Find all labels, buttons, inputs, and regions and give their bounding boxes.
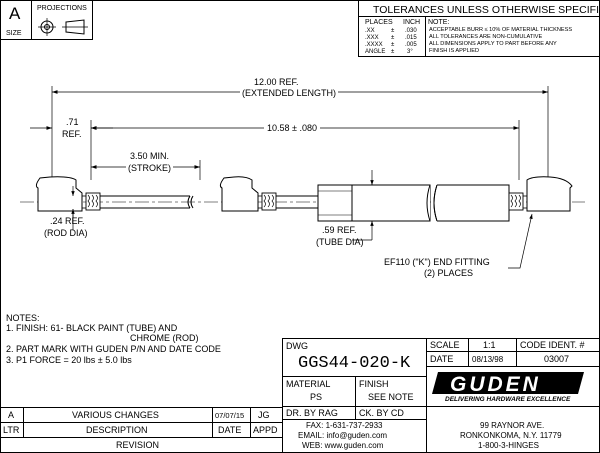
- date-label: DATE: [430, 354, 454, 364]
- col-inch: INCH: [403, 19, 421, 26]
- tol-place-2: .XXXX: [365, 42, 383, 48]
- tol-val-1: .015: [405, 35, 417, 41]
- title-block: DWG GGS44-020-K SCALE 1:1 CODE IDENT. # …: [282, 338, 600, 453]
- revision-block: A VARIOUS CHANGES 07/07/15 JG LTR DESCRI…: [0, 407, 283, 453]
- rev-ltr-header: LTR: [3, 425, 20, 435]
- projections-label: PROJECTIONS: [37, 5, 87, 12]
- guden-logo-icon: [432, 372, 584, 394]
- size-label: SIZE: [6, 30, 22, 37]
- end-ref-sub: REF.: [62, 129, 82, 139]
- note-line-2: 2. PART MARK WITH GUDEN P/N AND DATE COD…: [6, 344, 221, 354]
- middle-end-fitting: [219, 176, 318, 212]
- projection-symbol-icon: [38, 18, 88, 36]
- left-end-fitting: [35, 176, 101, 212]
- tol-val-2: .005: [405, 42, 417, 48]
- projections-block: PROJECTIONS: [31, 0, 93, 40]
- tol-note-0: ACCEPTABLE BURR ≤ 10% OF MATERIAL THICKN…: [429, 27, 573, 33]
- center-length-label: 10.58 ± .080: [264, 124, 320, 133]
- rev-appd-header: APPD: [253, 425, 278, 435]
- note-line-1: 1. FINISH: 61- BLACK PAINT (TUBE) AND: [6, 323, 178, 333]
- tol-place-1: .XXX: [365, 35, 379, 41]
- overall-length-sub: (EXTENDED LENGTH): [240, 88, 339, 98]
- tol-note-2: ALL DIMENSIONS APPLY TO PART BEFORE ANY: [429, 41, 557, 47]
- fitting-label: EF110 ("K") END FITTING: [384, 257, 490, 267]
- piston-rod: [100, 195, 194, 209]
- date-value: 08/13/98: [472, 355, 504, 364]
- tolerances-title: TOLERANCES UNLESS OTHERWISE SPECIFIED:: [373, 4, 600, 16]
- company-tagline: DELIVERING HARDWARE EXCELLENCE: [445, 396, 571, 403]
- tolerances-block: TOLERANCES UNLESS OTHERWISE SPECIFIED: P…: [358, 0, 600, 57]
- note-line-3: 3. P1 FORCE = 20 lbs ± 5.0 lbs: [6, 355, 132, 365]
- tol-val-0: .030: [405, 28, 417, 34]
- tol-place-3: ANGLE: [365, 49, 386, 55]
- rev-desc: VARIOUS CHANGES: [72, 410, 159, 420]
- overall-length-label: 12.00 REF.: [254, 77, 299, 87]
- drawn-by: DR. BY RAG: [286, 408, 338, 418]
- dwg-label: DWG: [286, 341, 308, 351]
- rod-dia-sub: (ROD DIA): [44, 228, 88, 238]
- scale-label: SCALE: [430, 340, 460, 350]
- tol-place-0: .XX: [365, 28, 375, 34]
- col-places: PLACES: [365, 19, 393, 26]
- scale-value: 1:1: [483, 340, 496, 350]
- material-label: MATERIAL: [286, 379, 331, 389]
- address-line-1: 99 RAYNOR AVE.: [480, 421, 545, 430]
- fitting-sub: (2) PLACES: [424, 268, 474, 278]
- company-logo: GUDEN: [450, 373, 541, 396]
- note-line-1b: CHROME (ROD): [130, 333, 199, 343]
- address-line-2: RONKONKOMA, N.Y. 11779: [460, 431, 562, 440]
- finish-value: SEE NOTE: [368, 392, 414, 402]
- right-end-fitting: [508, 176, 573, 212]
- stroke-sub: (STROKE): [126, 163, 174, 173]
- phone: 1-800-3-HINGES: [478, 441, 539, 450]
- checked-by: CK. BY CD: [359, 408, 404, 418]
- email: EMAIL: info@guden.com: [298, 431, 388, 440]
- tol-note-1: ALL TOLERANCES ARE NON-CUMULATIVE: [429, 34, 543, 40]
- rev-ltr: A: [8, 410, 15, 420]
- notes-title: NOTES:: [6, 313, 40, 323]
- rev-date-header: DATE: [218, 425, 242, 435]
- rod-dia-label: .24 REF.: [50, 216, 85, 226]
- tol-pm-3: ±: [391, 49, 395, 55]
- tol-pm-0: ±: [391, 28, 395, 34]
- revision-title: REVISION: [116, 440, 160, 450]
- tol-pm-2: ±: [391, 42, 395, 48]
- tol-val-3: 3°: [407, 49, 413, 55]
- material-value: PS: [310, 392, 323, 402]
- size-letter: A: [9, 4, 21, 23]
- tol-pm-1: ±: [391, 35, 395, 41]
- end-ref-label: .71: [66, 117, 79, 127]
- stroke-label: 3.50 MIN.: [130, 151, 170, 161]
- tol-note-3: FINISH IS APPLIED: [429, 48, 480, 54]
- dwg-number: GGS44-020-K: [298, 354, 411, 373]
- col-note: NOTE:: [428, 19, 450, 26]
- code-ident-value: 03007: [544, 354, 570, 364]
- rev-desc-header: DESCRIPTION: [86, 425, 148, 435]
- fax: FAX: 1-631-737-2933: [306, 421, 383, 430]
- website: WEB: www.guden.com: [302, 441, 384, 450]
- finish-label: FINISH: [359, 379, 389, 389]
- cylinder-tube: [317, 184, 510, 222]
- rev-date: 07/07/15: [215, 411, 245, 420]
- tube-dia-label: .59 REF.: [322, 225, 357, 235]
- rev-appd: JG: [258, 410, 270, 420]
- code-ident-label: CODE IDENT. #: [520, 340, 585, 350]
- tube-dia-sub: (TUBE DIA): [316, 237, 364, 247]
